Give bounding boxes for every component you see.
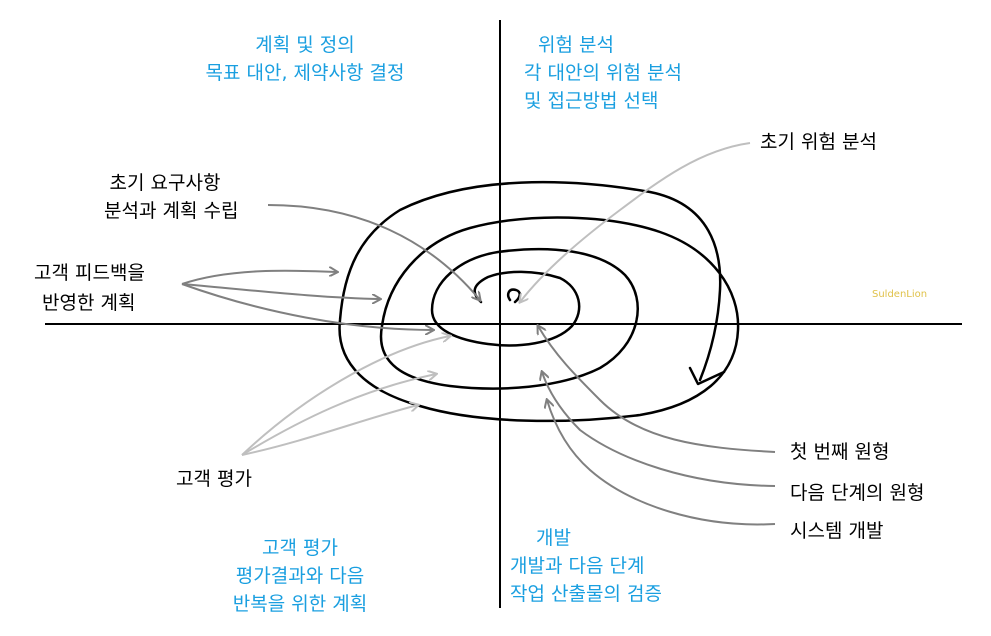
evaluation-line2: 반복을 위한 계획 [232, 592, 368, 615]
spiral-arrowhead [688, 366, 726, 386]
risk-title: 위험 분석 [538, 34, 614, 56]
feedback-line2: 반영한 계획 [42, 291, 136, 314]
next-prototype-label: 다음 단계의 원형 [790, 482, 925, 504]
development-quadrant-label: 개발 개발과 다음 단계 작업 산출물의 검증 [510, 527, 662, 606]
evaluation-line1: 평가결과와 다음 [235, 564, 365, 587]
evaluation-quadrant-label: 고객 평가 평가결과와 다음 반복을 위한 계획 [200, 537, 400, 616]
planning-desc: 목표 대안, 제약사항 결정 [205, 61, 405, 84]
arrow-feedback-3 [181, 283, 433, 330]
development-line2: 작업 산출물의 검증 [510, 582, 662, 605]
initial-risk-label: 초기 위험 분석 [760, 131, 877, 153]
system-dev-label: 시스템 개발 [790, 520, 884, 542]
risk-line1: 각 대안의 위험 분석 [524, 61, 682, 84]
feedback-line1: 고객 피드백을 [34, 262, 145, 284]
first-prototype-label: 첫 번째 원형 [790, 441, 890, 463]
arrow-feedback-2 [181, 283, 380, 299]
evaluation-title: 고객 평가 [262, 537, 338, 559]
arrow-feedback-1 [181, 271, 337, 285]
initial-req-line2: 분석과 계획 수립 [104, 199, 239, 222]
customer-feedback-label: 고객 피드백을 반영한 계획 [34, 262, 145, 316]
planning-quadrant-label: 계획 및 정의 목표 대안, 제약사항 결정 [190, 34, 420, 86]
spiral-inner-hook [507, 288, 521, 304]
risk-quadrant-label: 위험 분석 각 대안의 위험 분석 및 접근방법 선택 [524, 34, 682, 113]
planning-title: 계획 및 정의 [255, 34, 355, 56]
arrow-eval-1 [241, 336, 450, 456]
arrow-next-proto [542, 372, 776, 487]
customer-eval-label: 고객 평가 [176, 468, 252, 490]
initial-requirements-label: 초기 요구사항 분석과 계획 수립 [104, 172, 238, 224]
development-line1: 개발과 다음 단계 [510, 554, 645, 577]
arrow-eval-3 [241, 405, 418, 456]
arrow-first-proto [538, 326, 776, 453]
arrow-eval-2 [241, 374, 436, 456]
risk-line2: 및 접근방법 선택 [524, 89, 659, 112]
arrow-initial-req [267, 204, 480, 300]
arrow-system-dev [547, 400, 776, 526]
watermark: SuldenLion [872, 289, 928, 300]
initial-req-line1: 초기 요구사항 [109, 172, 221, 194]
spiral-path [338, 180, 740, 423]
arrow-initial-risk [520, 142, 751, 302]
development-title: 개발 [536, 527, 571, 549]
